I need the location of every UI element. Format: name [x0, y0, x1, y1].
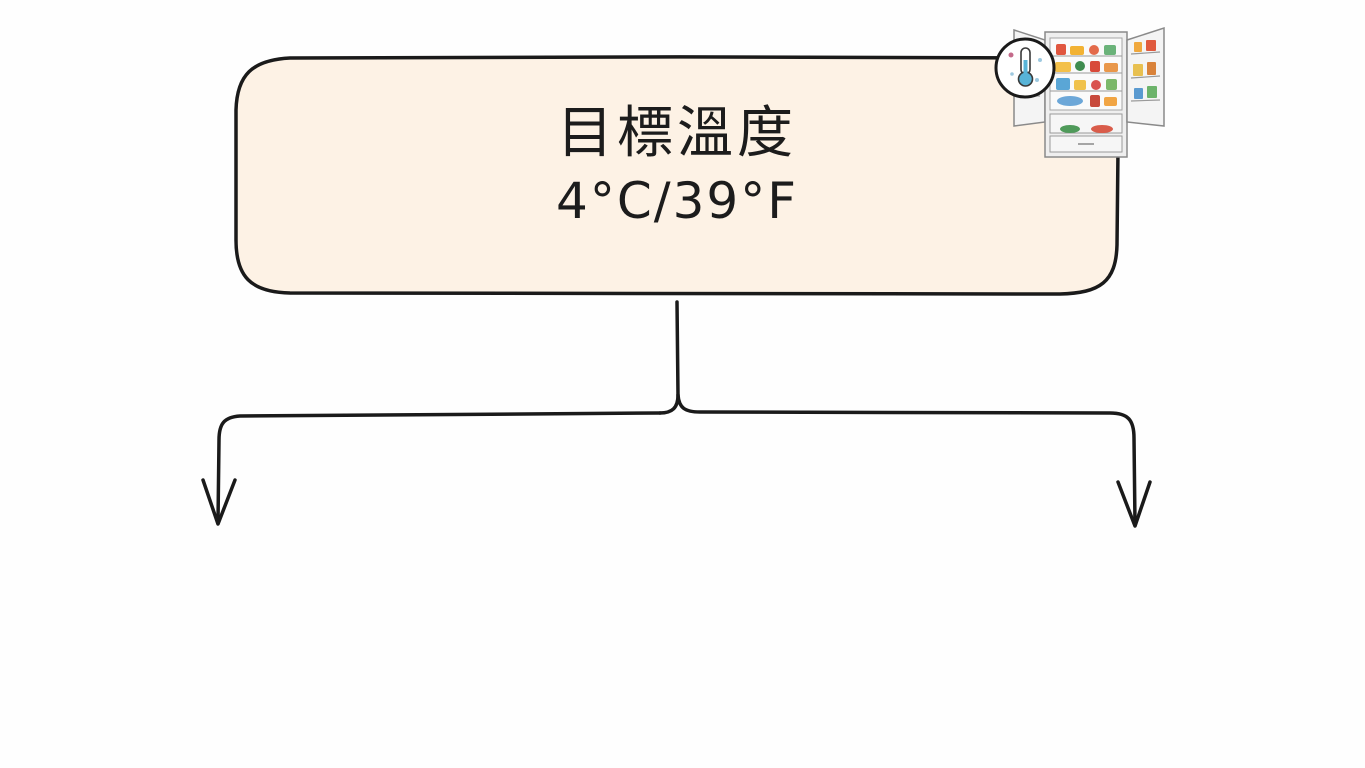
target-temperature-title: 目標溫度	[557, 101, 797, 166]
thermometer-icon	[994, 37, 1056, 99]
left-arrowhead	[201, 478, 237, 526]
connector-left-branch	[216, 411, 662, 524]
target-temperature-value: 4°C/39°F	[556, 172, 798, 230]
connector-stem	[658, 300, 680, 415]
right-arrowhead	[1116, 480, 1152, 528]
connector-right-branch	[676, 393, 1137, 526]
refrigerator-icon	[1013, 26, 1165, 158]
box-label: 目標溫度 4°C/39°F	[236, 100, 1118, 234]
